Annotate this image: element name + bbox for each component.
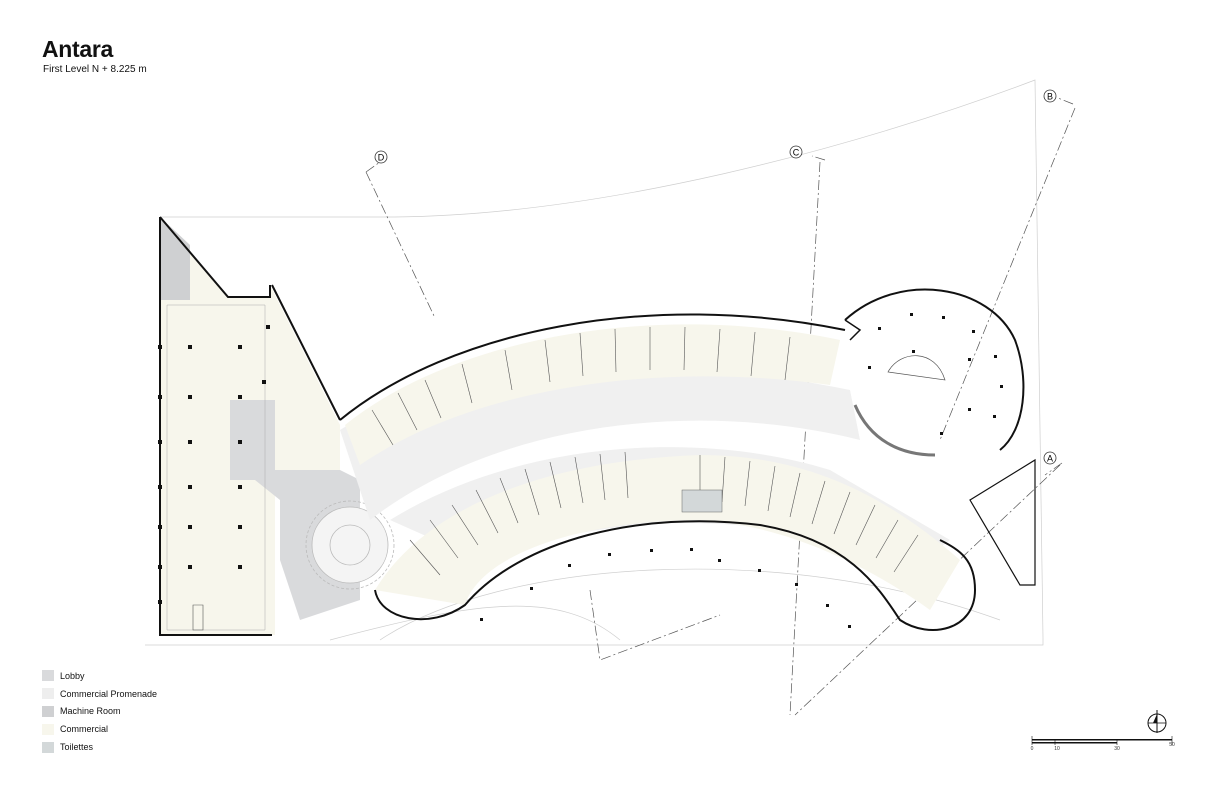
legend-item-commercial-promenade: Commercial Promenade <box>42 685 157 703</box>
legend: Lobby Commercial Promenade Machine Room … <box>42 667 157 756</box>
grid-marker-c: C <box>789 145 803 159</box>
scale-tick-10: 10 <box>1054 746 1060 752</box>
legend-label-commercial-promenade: Commercial Promenade <box>60 688 158 699</box>
scale-tick-0: 0 <box>1031 746 1034 752</box>
plan-title: Antara <box>42 36 114 62</box>
grid-label-c: C <box>793 148 800 158</box>
grid-label-a: A <box>1047 454 1053 464</box>
east-rotunda <box>844 288 1036 586</box>
north-arrow-icon <box>1147 710 1167 733</box>
legend-swatch-toilettes <box>42 741 54 753</box>
scale-tick-30: 30 <box>1114 746 1120 752</box>
legend-swatch-machine-room <box>42 705 54 717</box>
legend-item-toilettes: Toilettes <box>42 738 157 756</box>
legend-label-toilettes: Toilettes <box>60 742 94 753</box>
legend-item-lobby: Lobby <box>42 667 157 685</box>
plan-subtitle: First Level N + 8.225 m <box>43 64 147 75</box>
legend-label-commercial: Commercial <box>60 724 109 735</box>
roundabout <box>305 500 395 590</box>
lower-shops <box>374 451 977 631</box>
grid-label-d: D <box>378 153 385 163</box>
legend-item-machine-room: Machine Room <box>42 703 157 721</box>
canopy-columns <box>480 548 851 628</box>
grid-marker-b: B <box>1043 89 1057 103</box>
legend-label-lobby: Lobby <box>60 670 85 681</box>
legend-swatch-commercial-promenade <box>42 688 54 700</box>
legend-label-machine-room: Machine Room <box>60 706 121 717</box>
scale-tick-50: 50 <box>1169 742 1175 748</box>
grid-label-b: B <box>1047 92 1053 102</box>
legend-swatch-commercial <box>42 723 54 735</box>
grid-marker-d: D <box>374 150 388 164</box>
legend-item-commercial: Commercial <box>42 720 157 738</box>
legend-swatch-lobby <box>42 670 54 682</box>
scale-bar: 0 10 30 50 <box>1031 736 1175 752</box>
grid-marker-a: A <box>1043 451 1057 465</box>
upper-shops <box>339 313 846 465</box>
